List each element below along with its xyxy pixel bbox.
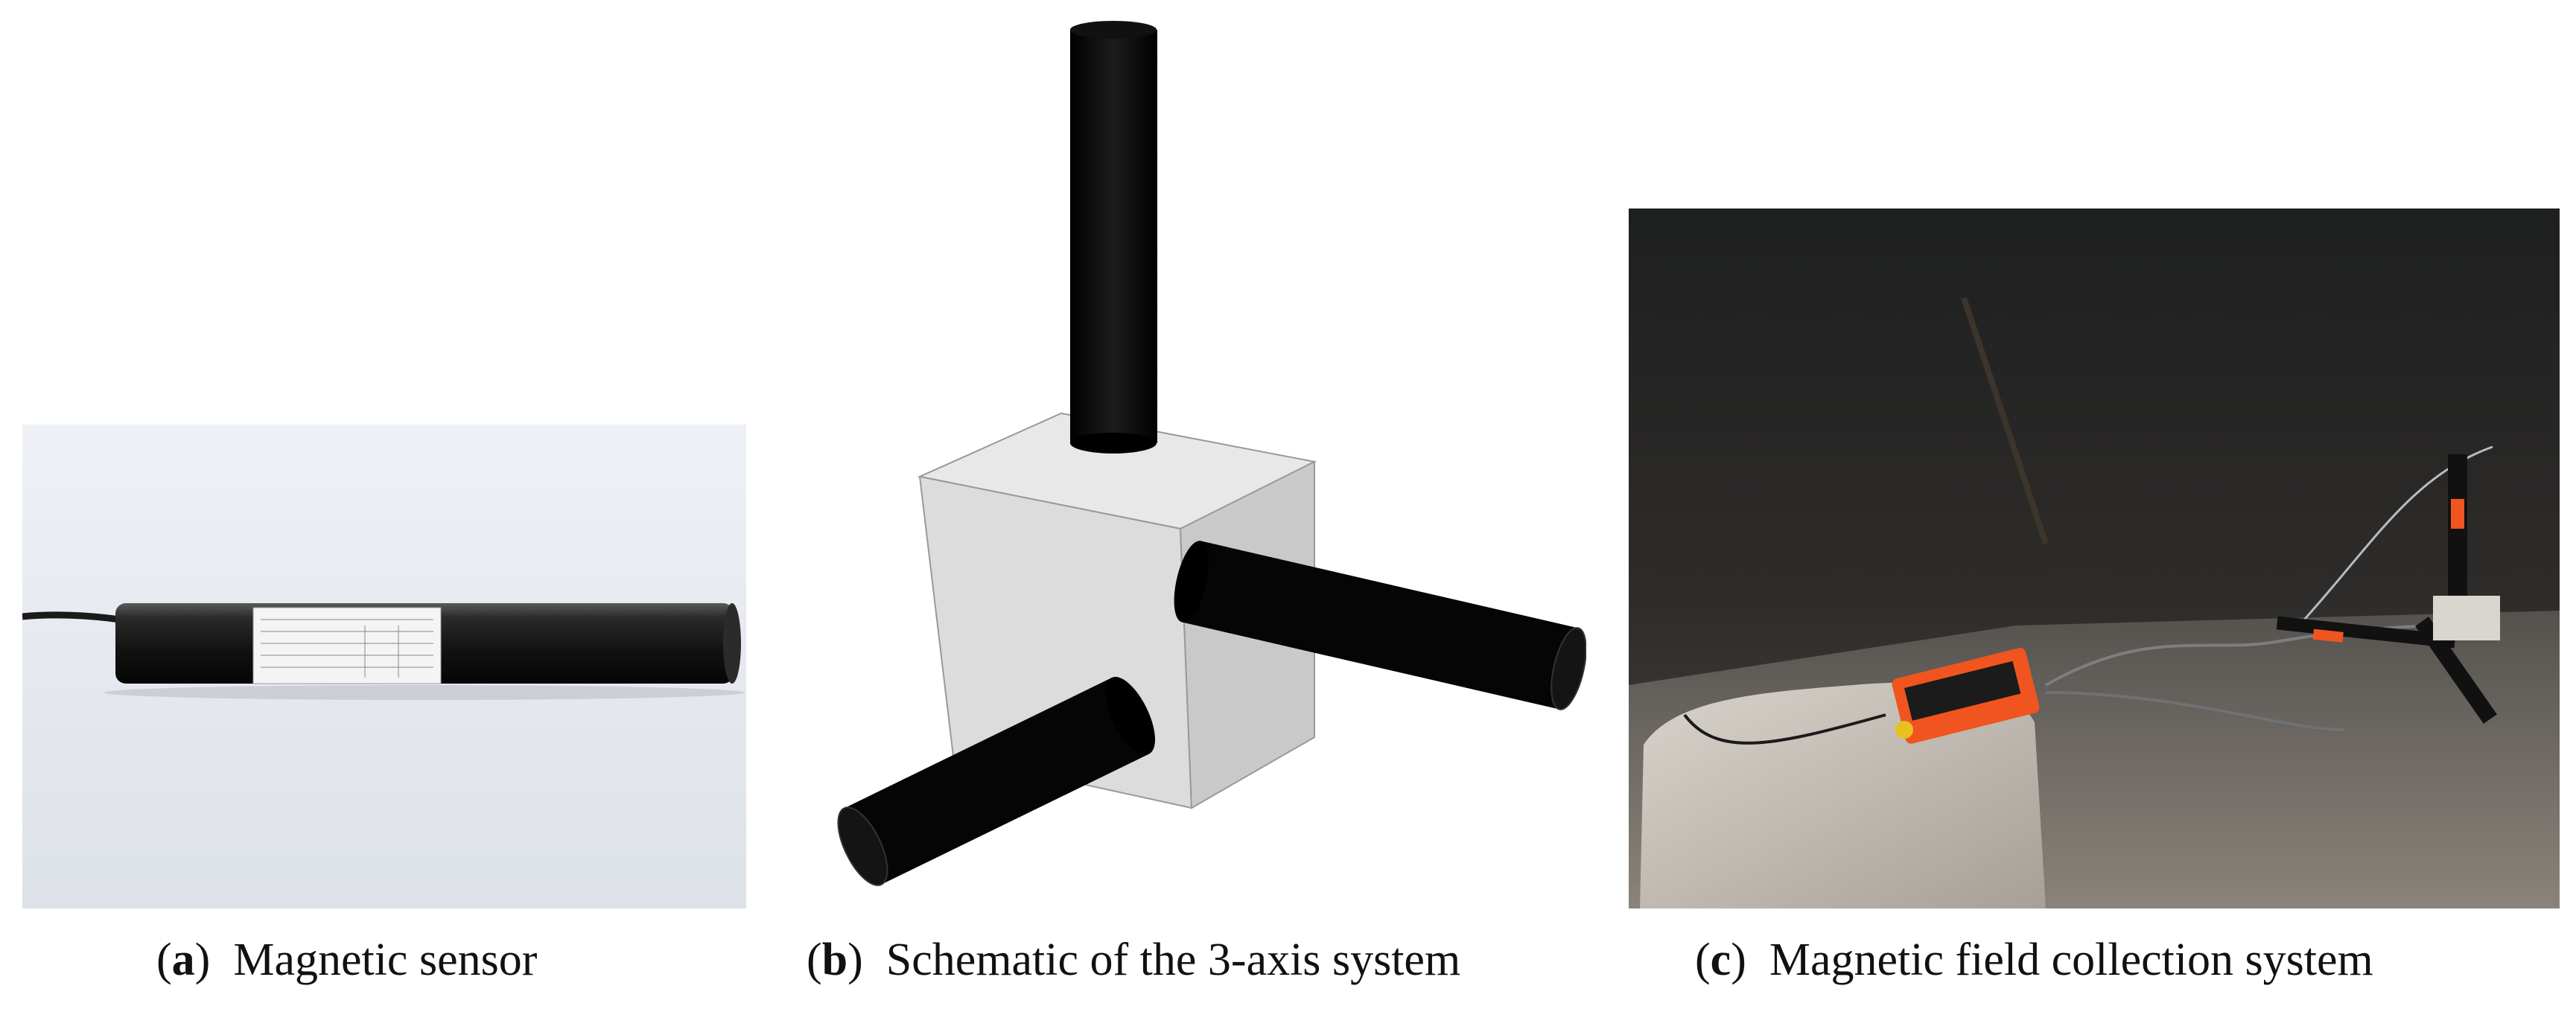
caption-a-text: Magnetic sensor bbox=[233, 935, 538, 985]
photo-magnetic-sensor bbox=[22, 424, 746, 908]
magnetic-sensor-photo bbox=[22, 424, 746, 908]
field-collection-photo bbox=[1629, 209, 2560, 908]
three-axis-schematic bbox=[837, 21, 1586, 886]
schematic-3-axis-system bbox=[804, 15, 1586, 894]
caption-c-text: Magnetic field collection system bbox=[1769, 935, 2373, 985]
caption-panel-b: (b) Schematic of the 3-axis system bbox=[807, 935, 1461, 985]
caption-panel-a: (a) Magnetic sensor bbox=[156, 935, 538, 985]
caption-a-letter: a bbox=[171, 935, 195, 985]
caption-b-letter: b bbox=[821, 935, 848, 985]
caption-panel-c: (c) Magnetic field collection system bbox=[1695, 935, 2373, 985]
caption-c-letter: c bbox=[1710, 935, 1731, 985]
photo-field-collection-system bbox=[1629, 209, 2560, 908]
caption-b-text: Schematic of the 3-axis system bbox=[885, 935, 1461, 985]
